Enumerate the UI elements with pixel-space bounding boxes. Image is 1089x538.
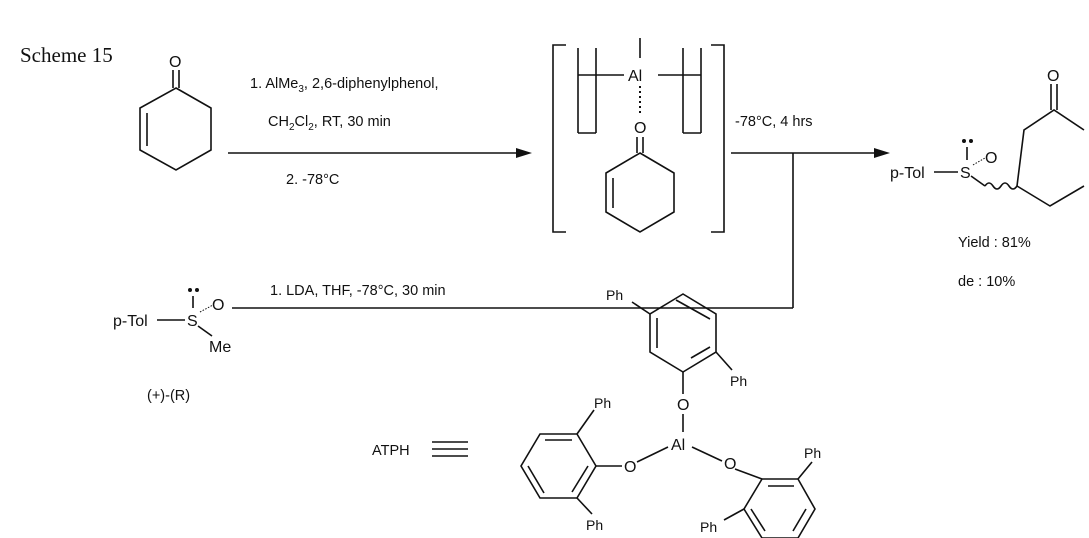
complex-oxygen-label: O — [634, 120, 646, 137]
step1-reagents-line1: 1. AlMe3, 2,6-diphenylphenol, — [250, 76, 439, 95]
ph-label: Ph — [700, 519, 717, 535]
complex-conditions: -78°C, 4 hrs — [735, 114, 813, 130]
cyclohexenone-structure: O — [139, 54, 212, 171]
yield-label: Yield : 81% — [958, 235, 1031, 251]
carbonyl-oxygen-label: O — [169, 54, 181, 71]
atph-complex-structure: Al O — [552, 38, 725, 233]
aluminum-label: Al — [628, 68, 642, 85]
atph-oxygen-left: O — [624, 459, 636, 476]
atph-structure: Al O Ph Ph O Ph Ph O Ph Ph — [520, 287, 821, 538]
product-ptol-label: p-Tol — [890, 165, 925, 182]
ph-label: Ph — [586, 517, 603, 533]
methyl-label: Me — [209, 339, 231, 356]
sulfoxide-oxygen-label: O — [212, 297, 224, 314]
reaction-arrow-1 — [228, 148, 532, 158]
atph-label: ATPH — [372, 443, 410, 459]
step1-reagents-line2: CH2Cl2, RT, 30 min — [268, 114, 391, 133]
atph-oxygen-right: O — [724, 456, 736, 473]
product-sulfoxide-oxygen-label: O — [985, 150, 997, 167]
de-label: de : 10% — [958, 274, 1015, 290]
ptol-label: p-Tol — [113, 313, 148, 330]
sulfoxide-step: 1. LDA, THF, -78°C, 30 min — [270, 283, 446, 299]
reaction-arrow-2 — [731, 148, 890, 308]
product-structure: p-Tol S O O — [890, 68, 1085, 207]
scheme-title: Scheme 15 — [20, 43, 113, 67]
ph-label: Ph — [804, 445, 821, 461]
ph-label: Ph — [606, 287, 623, 303]
product-carbonyl-oxygen-label: O — [1047, 68, 1059, 85]
ph-label: Ph — [730, 373, 747, 389]
methyl-sulfoxide-structure: p-Tol S O Me — [113, 288, 231, 356]
atph-aluminum-label: Al — [671, 437, 685, 454]
step2-conditions: 2. -78°C — [286, 172, 339, 188]
sulfur-label: S — [187, 313, 198, 330]
sulfoxide-stereo: (+)-(R) — [147, 388, 190, 404]
ph-label: Ph — [594, 395, 611, 411]
equivalence-symbol — [432, 441, 468, 457]
atph-oxygen-top: O — [677, 397, 689, 414]
product-sulfur-label: S — [960, 165, 971, 182]
